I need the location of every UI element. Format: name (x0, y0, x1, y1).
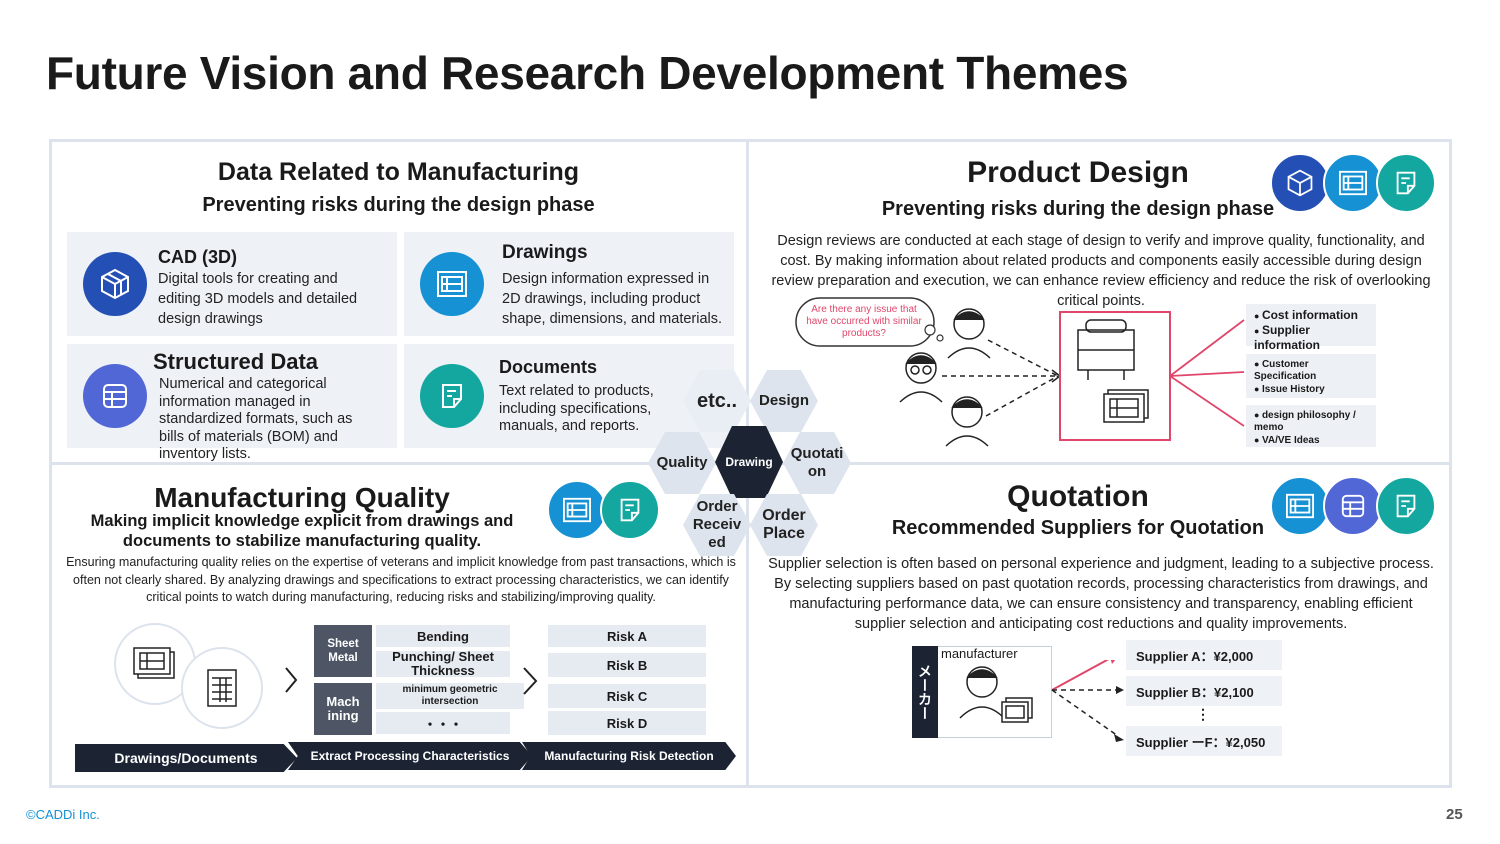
cad-cube-icon (83, 252, 147, 316)
risk-d: Risk D (548, 711, 706, 735)
info-vave: VA/VE Ideas (1254, 434, 1368, 447)
card-structured-title: Structured Data (153, 349, 319, 374)
tr-paragraph: Design reviews are conducted at each sta… (771, 233, 1431, 309)
supplier-diagram (959, 660, 1124, 742)
step-extract-characteristics: Extract Processing Characteristics (288, 742, 532, 770)
document-icon (1376, 153, 1436, 213)
card-drawings: Drawings Design information expressed in… (404, 232, 734, 336)
tl-title: Data Related to Manufacturing (217, 158, 580, 186)
step-drawings-documents: Drawings/Documents (75, 744, 297, 772)
supplier-a: Supplier A：¥2,000 (1126, 640, 1282, 670)
info-cost: Cost information (1254, 308, 1368, 323)
drawing-icon (1270, 476, 1330, 536)
br-title: Quotation (1007, 480, 1149, 513)
char-punching: Punching/ Sheet Thickness (376, 650, 510, 678)
drawing-icon (547, 480, 607, 540)
card-drawings-text: Design information expressed in 2D drawi… (502, 271, 723, 327)
table-icon (1323, 476, 1383, 536)
char-min-geometric: minimum geometric intersection (376, 683, 524, 709)
card-documents: Documents Text related to products, incl… (404, 344, 734, 448)
card-cad-title: CAD (3D) (158, 247, 237, 267)
char-ellipsis: ・・・ (376, 712, 510, 734)
drawing-icon (420, 252, 484, 316)
risk-c: Risk C (548, 684, 706, 708)
info-issue-history: Issue History (1254, 383, 1368, 396)
br-subtitle: Recommended Suppliers for Quotation (891, 517, 1265, 539)
supplier-f: Supplier ーF：¥2,050 (1126, 726, 1282, 756)
chevron-right-icon (523, 667, 538, 695)
drawing-icon (1323, 153, 1383, 213)
char-bending: Bending (376, 625, 510, 647)
table-icon (83, 364, 147, 428)
card-structured-data: Structured Data Numerical and categorica… (67, 344, 397, 462)
info-box-cost: Cost information Supplier information (1246, 304, 1376, 352)
cube-icon (1270, 153, 1330, 213)
info-supplier: Supplier information (1254, 323, 1368, 352)
tl-subtitle: Preventing risks during the design phase (202, 194, 595, 216)
info-customer-spec: Customer Specification (1254, 358, 1368, 383)
review-question-bubble: Are there any issue that have occurred w… (806, 304, 922, 339)
maker-vertical-label: メーカー (912, 646, 938, 738)
documents-illustration (114, 623, 298, 729)
sheet-metal-label: Sheet Metal (314, 625, 372, 677)
content-frame (49, 139, 1452, 788)
page-number: 25 (1446, 806, 1463, 823)
info-design-philosophy: design philosophy / memo (1254, 409, 1368, 434)
step-risk-detection: Manufacturing Risk Detection (522, 742, 736, 770)
risk-a: Risk A (548, 625, 706, 647)
machining-label: Mach ining (314, 683, 372, 735)
design-review-diagram (795, 297, 1245, 447)
bl-paragraph: Ensuring manufacturing quality relies on… (66, 555, 736, 604)
document-icon (1376, 476, 1436, 536)
bl-title: Manufacturing Quality (154, 482, 450, 513)
tr-subtitle: Preventing risks during the design phase (881, 198, 1275, 220)
risk-b: Risk B (548, 653, 706, 677)
card-documents-title: Documents (499, 357, 598, 377)
bl-subtitle: Making implicit knowledge explicit from … (90, 512, 514, 550)
document-icon (600, 480, 660, 540)
supplier-b: Supplier B：¥2,100 (1126, 676, 1282, 706)
supplier-dots: ⋮ (1196, 706, 1210, 722)
page-title: Future Vision and Research Development T… (46, 47, 1129, 99)
card-cad: CAD (3D) Digital tools for creating and … (67, 232, 397, 336)
card-documents-text: Text related to products, including spec… (499, 383, 654, 434)
document-icon (420, 364, 484, 428)
info-box-design: design philosophy / memo VA/VE Ideas (1246, 405, 1376, 447)
card-structured-text: Numerical and categorical information ma… (159, 376, 353, 462)
card-cad-text: Digital tools for creating and editing 3… (158, 271, 358, 327)
tr-title: Product Design (967, 156, 1189, 189)
card-drawings-title: Drawings (502, 242, 588, 263)
info-box-customer: Customer Specification Issue History (1246, 354, 1376, 398)
copyright: ©CADDi Inc. (26, 807, 100, 822)
manufacturer-label: manufacturer (941, 646, 1018, 661)
br-paragraph: Supplier selection is often based on per… (768, 556, 1434, 632)
